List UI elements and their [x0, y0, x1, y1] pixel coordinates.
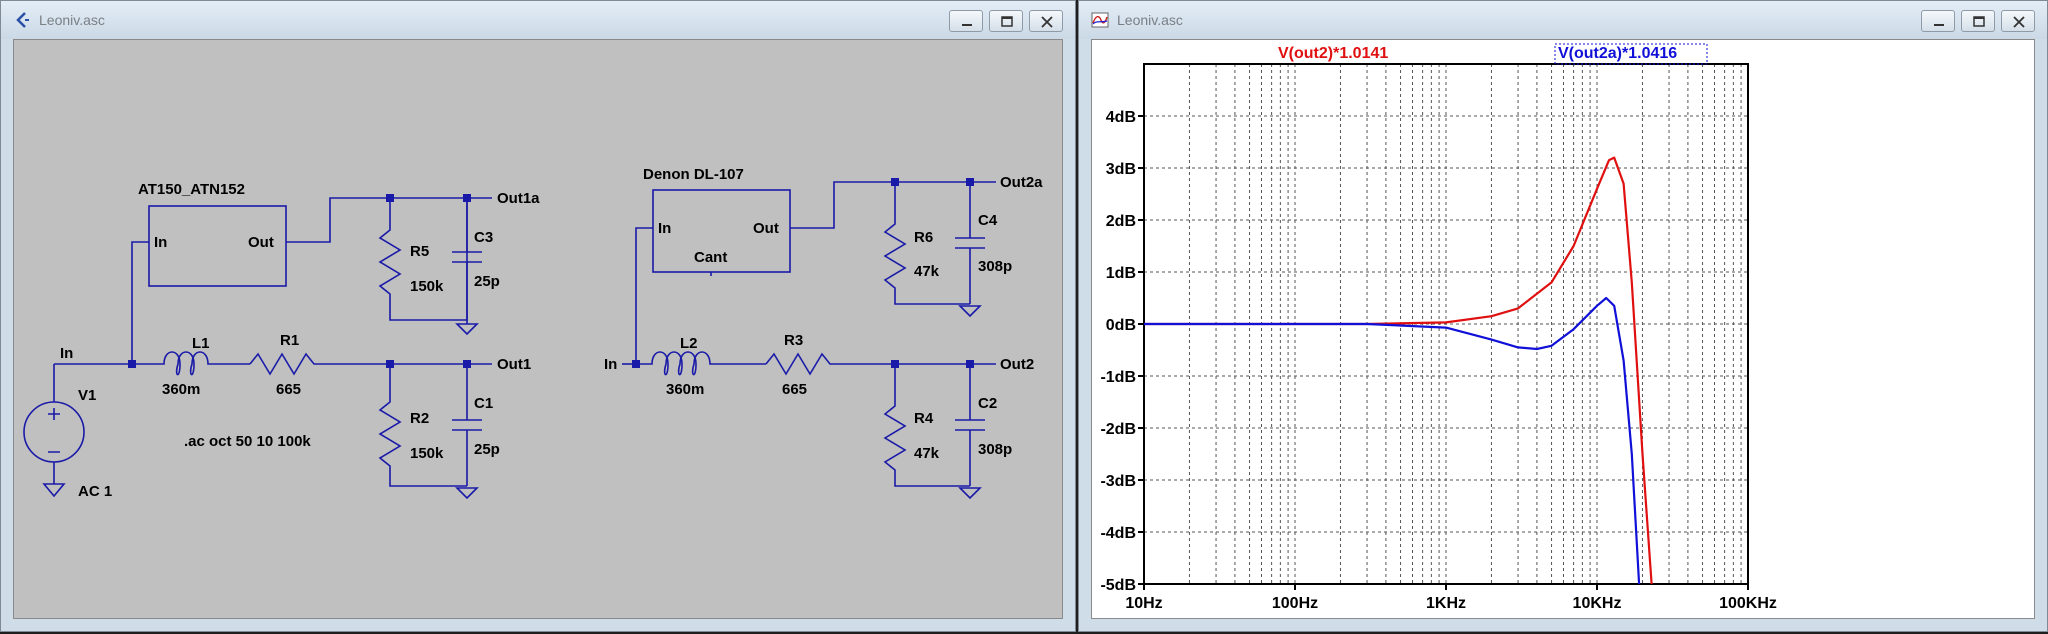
net-label-in-1: In [60, 345, 73, 362]
plot-traces [1144, 156, 1653, 584]
y-tick-label: -2dB [1100, 421, 1136, 438]
net-label-out2: Out2 [1000, 356, 1034, 373]
v1-value: AC 1 [78, 483, 112, 500]
c2-value: 308p [978, 441, 1012, 458]
x-tick-label: 1KHz [1426, 595, 1466, 612]
y-tick-label: -1dB [1100, 369, 1136, 386]
maximize-button[interactable] [989, 10, 1023, 32]
c3-name: C3 [474, 229, 493, 246]
minimize-icon [962, 24, 972, 26]
block-cant-pin: Cant [694, 249, 727, 266]
spice-directive[interactable]: .ac oct 50 10 100k [184, 433, 311, 450]
y-tick-label: -4dB [1100, 525, 1136, 542]
y-tick-label: -3dB [1100, 473, 1136, 490]
c4-value: 308p [978, 258, 1012, 275]
r2-name: R2 [410, 410, 429, 427]
l2-value: 360m [666, 381, 704, 398]
r6-value: 47k [914, 263, 940, 280]
r4-name: R4 [914, 410, 934, 427]
r4-value: 47k [914, 445, 940, 462]
l1-value: 360m [162, 381, 200, 398]
maximize-icon [1973, 16, 1985, 27]
y-tick-label: 1dB [1106, 265, 1136, 282]
r5-value: 150k [410, 278, 444, 295]
x-tick-label: 100KHz [1719, 595, 1777, 612]
trace-line-1 [1144, 296, 1641, 584]
trace-label-vout2a[interactable]: V(out2a)*1.0416 [1558, 45, 1677, 62]
v1-name: V1 [78, 387, 96, 404]
waveform-icon [1091, 12, 1109, 28]
schematic-canvas[interactable]: AT150_ATN152 In Out Out1a R5 150k C3 25p… [13, 39, 1063, 619]
block-at150[interactable] [148, 205, 287, 287]
r5-name: R5 [410, 243, 429, 260]
ltspice-icon [16, 12, 29, 28]
r3-value: 665 [782, 381, 807, 398]
close-button[interactable] [2001, 10, 2035, 32]
trace-label-vout2[interactable]: V(out2)*1.0141 [1278, 45, 1388, 62]
block-title-2: Denon DL-107 [643, 166, 744, 183]
r1-name: R1 [280, 332, 299, 349]
c3-value: 25p [474, 273, 500, 290]
y-tick-label: 2dB [1106, 213, 1136, 230]
minimize-icon [1934, 24, 1944, 26]
maximize-button[interactable] [1961, 10, 1995, 32]
net-label-out2a: Out2a [1000, 174, 1043, 191]
r6-name: R6 [914, 229, 933, 246]
block-out-pin-2: Out [753, 220, 779, 237]
trace-label-selection-box [1554, 43, 1708, 65]
trace-line-0 [1144, 156, 1653, 584]
r2-value: 150k [410, 445, 444, 462]
net-label-in-2: In [604, 356, 617, 373]
net-label-out1a: Out1a [497, 190, 540, 207]
l1-name: L1 [192, 335, 210, 352]
x-tick-label: 10Hz [1125, 595, 1162, 612]
x-tick-label: 100Hz [1272, 595, 1318, 612]
close-icon [2013, 16, 2025, 28]
schematic-window: Leoniv.asc AT150_ATN152 In Out Out1a R5 … [0, 0, 1076, 632]
block-out-pin-1: Out [248, 234, 274, 251]
window-title: Leoniv.asc [1117, 12, 1183, 28]
maximize-icon [1001, 16, 1013, 27]
title-bar[interactable]: Leoniv.asc [1079, 1, 2047, 39]
net-label-out1: Out1 [497, 356, 531, 373]
y-tick-label: 0dB [1106, 317, 1136, 334]
schematic-drawing[interactable]: AT150_ATN152 In Out Out1a R5 150k C3 25p… [14, 40, 1064, 620]
waveform-window: Leoniv.asc 4dB 3dB 2dB 1dB 0dB -1dB -2dB -3dB -4… [1078, 0, 2048, 632]
c1-name: C1 [474, 395, 493, 412]
window-title: Leoniv.asc [39, 12, 105, 28]
x-tick-label: 10KHz [1573, 595, 1622, 612]
y-tick-label: 3dB [1106, 161, 1136, 178]
block-in-pin-1: In [154, 234, 167, 251]
c1-value: 25p [474, 441, 500, 458]
title-bar[interactable]: Leoniv.asc [1, 1, 1075, 39]
r3-name: R3 [784, 332, 803, 349]
c4-name: C4 [978, 212, 998, 229]
block-denon[interactable] [652, 189, 791, 273]
block-title-1: AT150_ATN152 [138, 181, 245, 198]
y-tick-label: -5dB [1100, 577, 1136, 594]
close-button[interactable] [1029, 10, 1063, 32]
c2-name: C2 [978, 395, 997, 412]
minimize-button[interactable] [1921, 10, 1955, 32]
block-in-pin-2: In [658, 220, 671, 237]
minimize-button[interactable] [949, 10, 983, 32]
y-tick-label: 4dB [1106, 109, 1136, 126]
close-icon [1041, 16, 1053, 28]
l2-name: L2 [680, 335, 698, 352]
r1-value: 665 [276, 381, 301, 398]
